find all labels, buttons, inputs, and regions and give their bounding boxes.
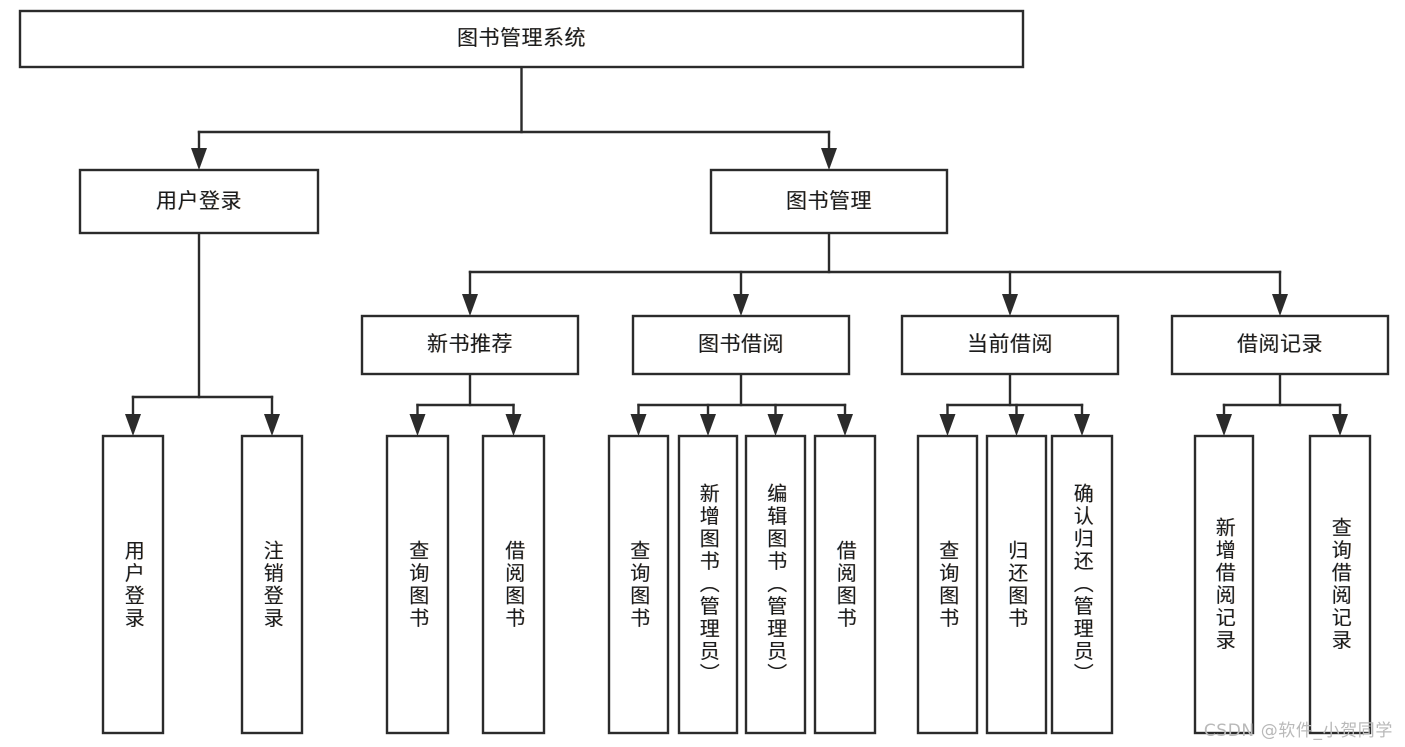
node-box-root[interactable]: [18, 9, 1025, 69]
edges-layer: [125, 65, 1348, 436]
node-box-leaf-11[interactable]: [1050, 434, 1114, 735]
arrow-head-icon: [264, 414, 280, 436]
node-box-leaf-9[interactable]: [916, 434, 979, 735]
node-box-leaf-8[interactable]: [813, 434, 877, 735]
boxes-layer: [18, 9, 1390, 735]
node-box-bookmgmt[interactable]: [709, 168, 949, 235]
arrow-head-icon: [191, 148, 207, 170]
arrow-head-icon: [733, 294, 749, 316]
arrow-head-icon: [125, 414, 141, 436]
node-box-leaf-3[interactable]: [385, 434, 450, 735]
arrow-head-icon: [409, 414, 426, 436]
node-box-leaf-2[interactable]: [240, 434, 304, 735]
arrow-head-icon: [630, 414, 647, 436]
arrow-head-icon: [1008, 414, 1025, 436]
node-box-login[interactable]: [78, 168, 320, 235]
arrow-head-icon: [837, 414, 853, 436]
arrow-head-icon: [1002, 294, 1018, 316]
node-box-leaf-13[interactable]: [1308, 434, 1372, 735]
node-box-leaf-10[interactable]: [985, 434, 1048, 735]
node-box-leaf-6[interactable]: [677, 434, 739, 735]
node-box-current[interactable]: [900, 314, 1120, 376]
arrow-head-icon: [1332, 414, 1348, 436]
arrow-head-icon: [700, 414, 716, 436]
arrow-head-icon: [462, 294, 478, 316]
node-box-leaf-5[interactable]: [607, 434, 670, 735]
node-box-newbook[interactable]: [360, 314, 580, 376]
arrow-head-icon: [1074, 414, 1090, 436]
arrow-head-icon: [505, 414, 522, 436]
arrow-head-icon: [1272, 294, 1288, 316]
node-box-leaf-4[interactable]: [481, 434, 546, 735]
arrow-head-icon: [939, 414, 956, 436]
node-box-leaf-7[interactable]: [744, 434, 807, 735]
node-box-records[interactable]: [1170, 314, 1390, 376]
arrow-head-icon: [767, 414, 784, 436]
arrow-head-icon: [1216, 414, 1232, 436]
arrow-head-icon: [821, 148, 837, 170]
node-box-leaf-1[interactable]: [101, 434, 165, 735]
node-box-borrow[interactable]: [631, 314, 851, 376]
node-box-leaf-12[interactable]: [1193, 434, 1255, 735]
